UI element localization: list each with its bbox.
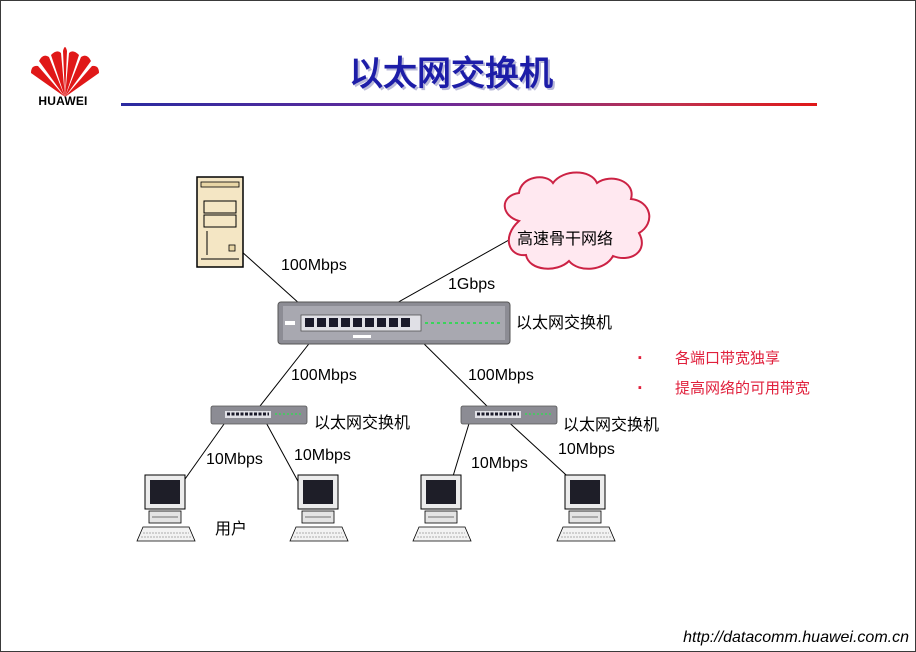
pc-icon-2: [289, 474, 349, 542]
pc-icon-4: [556, 474, 616, 542]
speed-label-backbone-core: 1Gbps: [448, 276, 496, 293]
brand-name: HUAWEI: [38, 94, 88, 108]
server-icon: [196, 176, 244, 268]
user-label: 用户: [215, 519, 248, 538]
link-core-left: [252, 330, 320, 416]
speed-label-left-pc1: 10Mbps: [206, 451, 263, 468]
pc-icon-1: [136, 474, 196, 542]
page-title: 以太网交换机: [349, 54, 553, 94]
right-switch-label: 以太网交换机: [563, 415, 660, 434]
speed-label-left-pc2: 10Mbps: [294, 447, 351, 464]
speed-label-server-core: 100Mbps: [281, 257, 347, 274]
bullet-item: · 各端口带宽独享: [637, 347, 780, 368]
speed-label-right-pc4: 10Mbps: [558, 441, 615, 458]
title-underline: [121, 103, 817, 106]
link-core-right: [410, 330, 497, 416]
bullet-text: 各端口带宽独享: [675, 349, 781, 367]
speed-label-right-pc3: 10Mbps: [471, 455, 528, 472]
speed-label-core-right: 100Mbps: [468, 367, 534, 384]
pc-icon-3: [412, 474, 472, 542]
core-switch-label: 以太网交换机: [516, 313, 613, 332]
backbone-label: 高速骨干网络: [517, 229, 614, 248]
bullet-marker: ·: [637, 379, 643, 397]
huawei-logo-icon: [31, 47, 99, 97]
speed-label-core-left: 100Mbps: [291, 367, 357, 384]
bullet-text: 提高网络的可用带宽: [675, 379, 811, 397]
right-switch-icon: [460, 405, 558, 425]
cloud-icon: [503, 171, 651, 270]
bullet-item: · 提高网络的可用带宽: [637, 377, 810, 398]
footer-url: http://datacomm.huawei.com.cn: [683, 629, 909, 646]
bullet-marker: ·: [637, 349, 643, 367]
left-switch-icon: [210, 405, 308, 425]
left-switch-label: 以太网交换机: [314, 413, 411, 432]
core-switch-icon: [277, 301, 511, 345]
